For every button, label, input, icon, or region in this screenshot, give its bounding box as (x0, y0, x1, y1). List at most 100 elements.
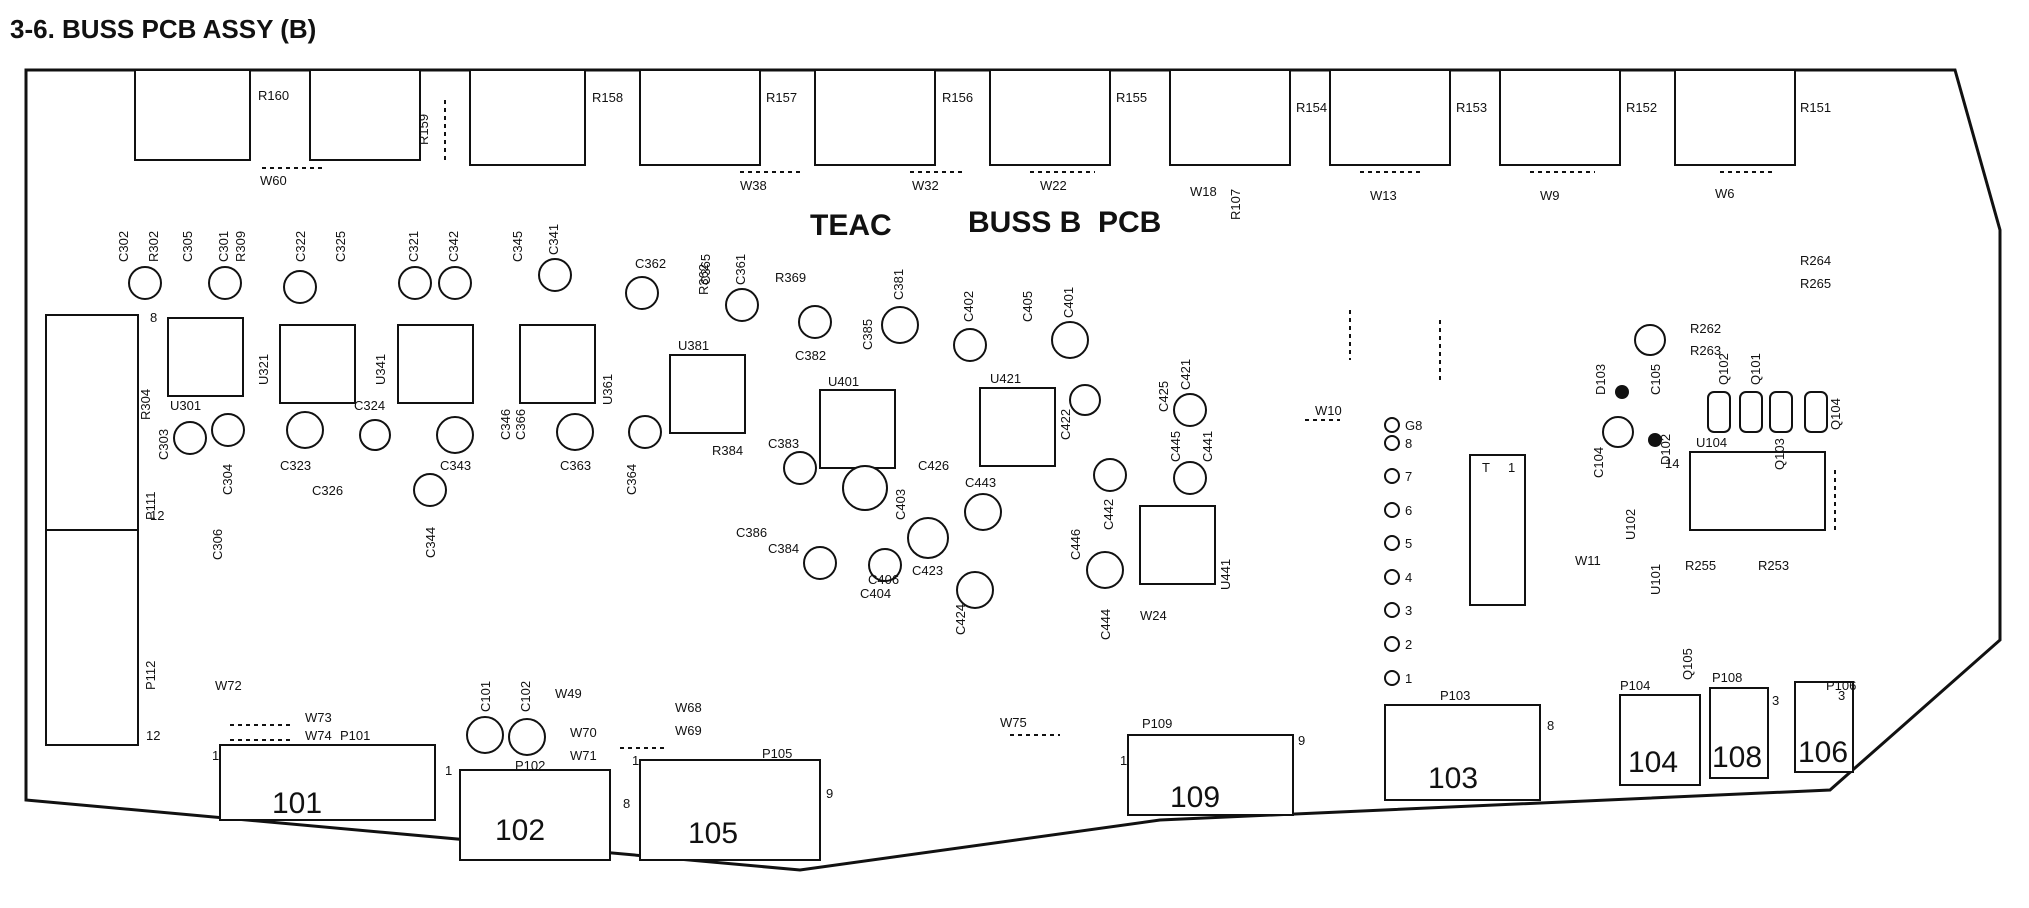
connector-p111-body (45, 314, 139, 531)
pin-circle (1384, 535, 1400, 551)
pcb-label: PCB (1098, 206, 1161, 239)
capacitor-label: C324 (354, 398, 385, 413)
connector-label: P101 (340, 728, 370, 743)
resistor-label: R369 (775, 270, 806, 285)
capacitor-label: C362 (635, 256, 666, 271)
transistor-label: Q105 (1680, 648, 1695, 680)
capacitor-c321 (398, 266, 432, 300)
capacitor-label: C305 (180, 231, 195, 262)
connector-label: P102 (515, 758, 545, 773)
transistor-q102 (1707, 391, 1731, 433)
fader-label: R157 (766, 90, 797, 105)
ic-u321 (279, 324, 356, 404)
pin-label: 12 (146, 728, 160, 743)
transistor-label: Q103 (1772, 438, 1787, 470)
capacitor-label: C301 (216, 231, 231, 262)
fader-label: R153 (1456, 100, 1487, 115)
capacitor-c323 (286, 411, 324, 449)
capacitor-label: C423 (912, 563, 943, 578)
pin-circle (1384, 502, 1400, 518)
pin-header: G8 8 7 6 5 4 3 2 1 (1384, 417, 1422, 686)
ic-labels: U301 U321 U341 U361 U381 U401 U421 U441 … (170, 338, 1727, 595)
fader-label: R156 (942, 90, 973, 105)
capacitor-label: C445 (1168, 431, 1183, 462)
capacitor-label: C386 (736, 525, 767, 540)
fader-labels: R160 R159 R158 R157 R156 R155 R154 R153 … (258, 88, 1831, 145)
jumper-label: W74 (305, 728, 332, 743)
capacitor-c362 (625, 276, 659, 310)
capacitor-label: C363 (560, 458, 591, 473)
capacitor-label: C326 (312, 483, 343, 498)
capacitor-label: C405 (1020, 291, 1035, 322)
capacitor-c301 (208, 266, 242, 300)
capacitor-label: C366 (513, 409, 528, 440)
resistor-label: R302 (146, 231, 161, 262)
resistor-label: R309 (233, 231, 248, 262)
pin-circle (1384, 602, 1400, 618)
fader-slot-r158 (469, 69, 586, 166)
resistor-label: R263 (1690, 343, 1721, 358)
capacitor-label: C302 (116, 231, 131, 262)
capacitor-c105 (1634, 324, 1666, 356)
capacitor-label: C444 (1098, 609, 1113, 640)
capacitor-c324 (359, 419, 391, 451)
board-outline (24, 68, 2002, 872)
resistor-label: R264 (1800, 253, 1831, 268)
pin-number: 6 (1405, 503, 1412, 518)
capacitor-label: C101 (478, 681, 493, 712)
fader-slot-r153 (1329, 69, 1451, 166)
capacitor-label: C442 (1101, 499, 1116, 530)
connector-number: 101 (272, 787, 322, 820)
capacitor-c441 (1173, 461, 1207, 495)
connector-p112-body (45, 529, 139, 746)
capacitor-c424 (956, 571, 994, 609)
pin-number: 5 (1405, 536, 1412, 551)
ic-u104 (1689, 451, 1826, 531)
switch-label: T (1482, 460, 1490, 475)
brand-label: TEAC (810, 209, 892, 242)
capacitor-c303 (173, 421, 207, 455)
fader-label: R151 (1800, 100, 1831, 115)
connector-number: 104 (1628, 746, 1678, 779)
capacitor-label: C404 (860, 586, 891, 601)
capacitor-label: C303 (156, 429, 171, 460)
resistor-label: R253 (1758, 558, 1789, 573)
ic-label: U441 (1218, 559, 1233, 590)
pin-circle (1384, 569, 1400, 585)
ic-label: U361 (600, 374, 615, 405)
jumper-label: W11 (1575, 553, 1601, 568)
page-title: 3-6. BUSS PCB ASSY (B) (10, 14, 317, 44)
diode-label: D103 (1593, 364, 1608, 395)
resistor-label: R255 (1685, 558, 1716, 573)
connector-label: P108 (1712, 670, 1742, 685)
pin-number: 3 (1405, 603, 1412, 618)
pin-label: 12 (150, 508, 164, 523)
capacitor-c343 (436, 416, 474, 454)
pin-number: 4 (1405, 570, 1412, 585)
capacitor-label: C424 (953, 604, 968, 635)
capacitor-c104 (1602, 416, 1634, 448)
capacitor-c102 (508, 718, 546, 756)
capacitor-group (128, 258, 1666, 756)
switch-block (1469, 454, 1526, 606)
capacitor-c381 (881, 306, 919, 344)
connector-number: 103 (1428, 762, 1478, 795)
pin-label: 3 (1838, 688, 1845, 703)
connector-number: 105 (688, 817, 738, 850)
resistor-label: R384 (712, 443, 743, 458)
pin-circle (1384, 417, 1400, 433)
capacitor-label: C102 (518, 681, 533, 712)
ic-label: U102 (1623, 509, 1638, 540)
transistor-q101 (1739, 391, 1763, 433)
ic-u341 (397, 324, 474, 404)
jumper-label: W22 (1040, 178, 1067, 193)
connector-label: P112 (143, 661, 158, 690)
capacitor-label: C365 (698, 254, 713, 285)
capacitor-label: C441 (1200, 431, 1215, 462)
pin-number: G8 (1405, 418, 1422, 433)
transistor-label: Q104 (1828, 398, 1843, 430)
transistor-q104 (1804, 391, 1828, 433)
jumper-traces (230, 100, 1836, 749)
jumper-label: W10 (1315, 403, 1342, 418)
diode-label: D102 (1658, 434, 1673, 465)
